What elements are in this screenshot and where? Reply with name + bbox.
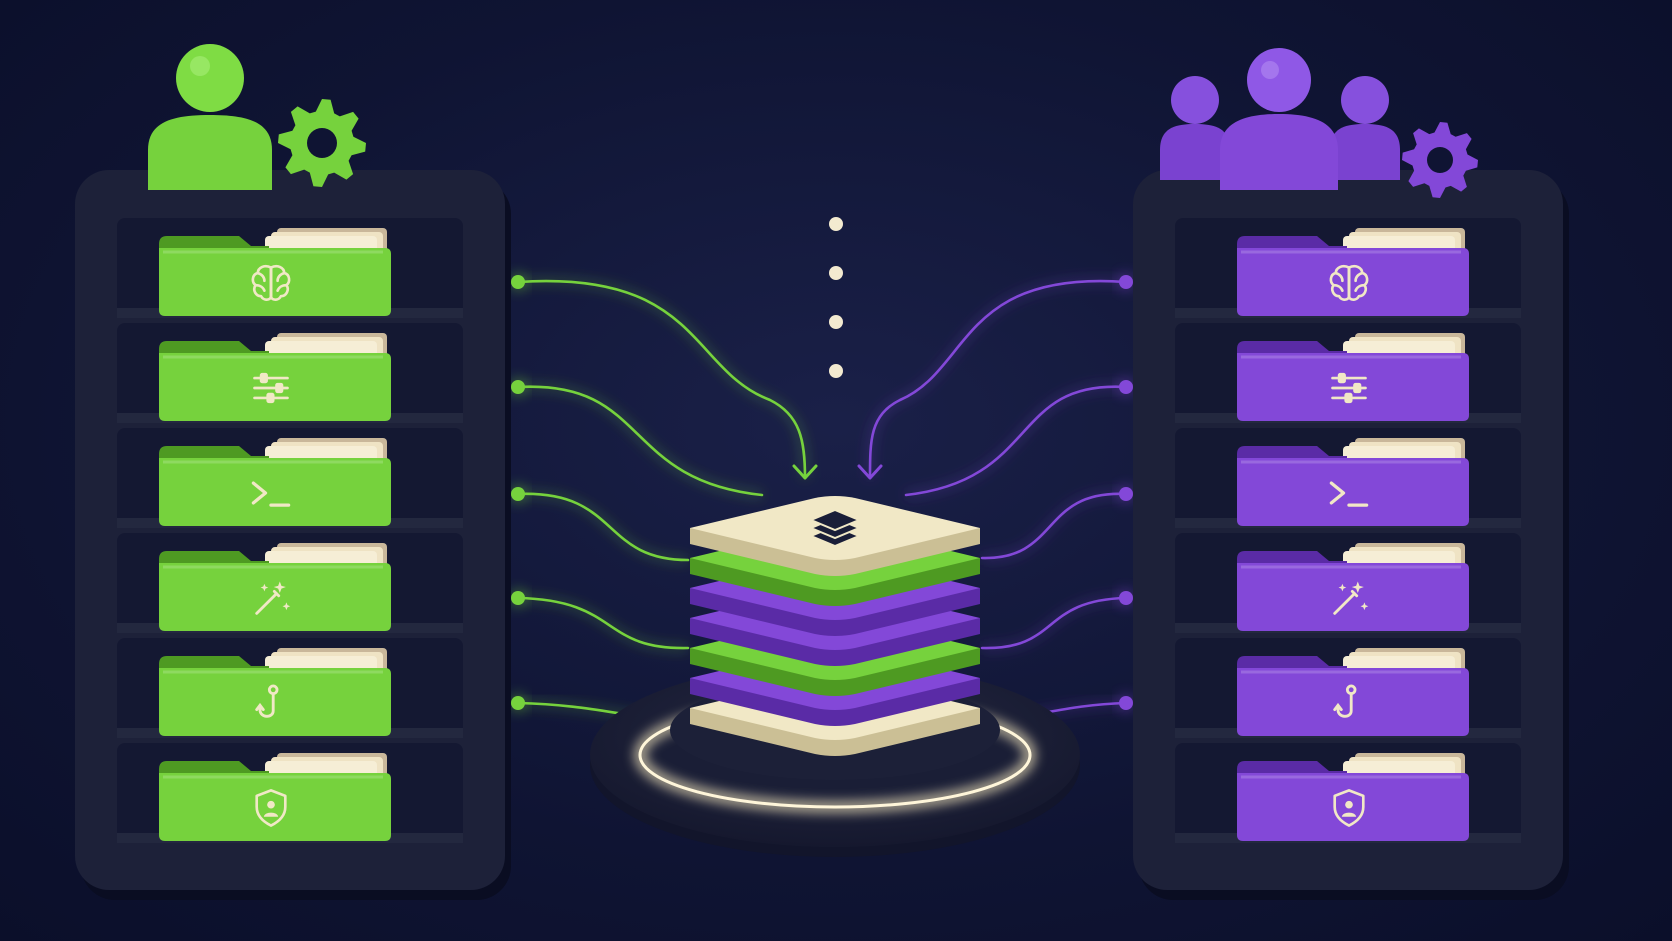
folder-hook[interactable] (159, 648, 391, 736)
connector-dot (1119, 380, 1133, 394)
connector-dot (511, 380, 525, 394)
folder-sliders[interactable] (159, 333, 391, 421)
arrow-head (857, 464, 883, 480)
folder-terminal[interactable] (159, 438, 391, 526)
connector-dot (1119, 591, 1133, 605)
connector-dot (511, 591, 525, 605)
connector-dot (511, 696, 525, 710)
ellipsis-dot (829, 266, 843, 280)
folder-terminal[interactable] (1237, 438, 1469, 526)
connector-dot (1119, 487, 1133, 501)
right-cabinet (1133, 170, 1569, 900)
ellipsis-dots (829, 217, 843, 378)
folder-brain[interactable] (1237, 228, 1469, 316)
single-user-icon (148, 44, 272, 190)
layers-icon (808, 508, 862, 548)
connector-dot (1119, 696, 1133, 710)
connector-dot (1119, 275, 1133, 289)
folder-brain[interactable] (159, 228, 391, 316)
ellipsis-dot (829, 364, 843, 378)
folder-hook[interactable] (1237, 648, 1469, 736)
connector-line (980, 492, 1128, 560)
connector-dot (511, 275, 525, 289)
ellipsis-dot (829, 217, 843, 231)
sliders-icon (253, 372, 289, 404)
folder-shield-user[interactable] (1237, 753, 1469, 841)
connector-line (516, 385, 764, 497)
left-cabinet (75, 170, 511, 900)
sliders-icon (1331, 372, 1367, 404)
ellipsis-dot (829, 315, 843, 329)
gear-icon (278, 99, 366, 187)
connection-lines (508, 272, 1136, 724)
center-layer-stack (690, 496, 980, 756)
user-group-icon (1160, 48, 1400, 190)
folder-shield-user[interactable] (159, 753, 391, 841)
connector-line (980, 596, 1128, 650)
connector-line (516, 596, 690, 650)
folder-magic-wand[interactable] (1237, 543, 1469, 631)
folder-magic-wand[interactable] (159, 543, 391, 631)
folder-sliders[interactable] (1237, 333, 1469, 421)
gear-icon (1402, 122, 1478, 198)
arrow-head (792, 464, 818, 480)
connector-line (516, 492, 690, 562)
connector-line (868, 279, 1128, 480)
connector-line (516, 279, 807, 480)
connector-dot (511, 487, 525, 501)
connector-line (904, 385, 1128, 497)
